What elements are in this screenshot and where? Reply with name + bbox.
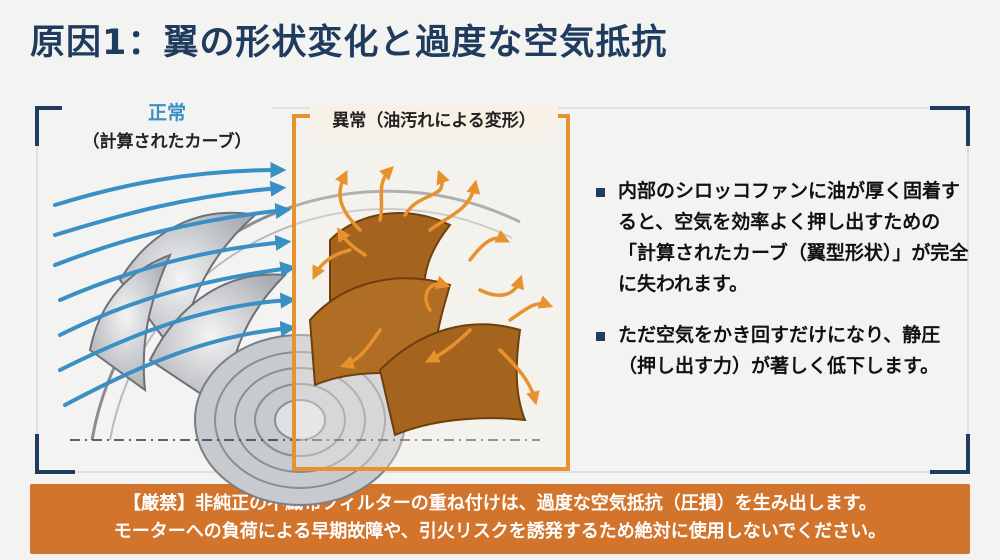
- fan-hub: [194, 334, 406, 506]
- normal-heading: 正常: [147, 102, 186, 124]
- bullet-text: 内部のシロッコファンに油が厚く固着すると、空気を効率よく押し出すための「計算され…: [618, 180, 969, 295]
- normal-airflow-arrows: [53, 162, 297, 407]
- bullet-item: 内部のシロッコファンに油が厚く固着すると、空気を効率よく押し出すための「計算され…: [596, 176, 976, 300]
- turbulent-airflow-arrows: [312, 166, 554, 406]
- normal-subheading: （計算されたカーブ）: [82, 132, 252, 152]
- warning-line-2: モーターへの負荷による早期故障や、引火リスクを誘発するため絶対に使用しないでくだ…: [113, 521, 887, 542]
- page-title: 原因1：翼の形状変化と過度な空気抵抗: [30, 23, 668, 63]
- bullet-item: ただ空気をかき回すだけになり、静圧（押し出す力）が著しく低下します。: [596, 320, 976, 382]
- normal-label: 正常 （計算されたカーブ）: [62, 98, 272, 152]
- abnormal-heading: 異常（油汚れによる変形）: [310, 106, 558, 131]
- warning-banner: 【厳禁】非純正の不織布フィルターの重ね付けは、過度な空気抵抗（圧損）を生み出しま…: [30, 484, 970, 554]
- square-bullet-icon: [596, 332, 605, 341]
- square-bullet-icon: [596, 188, 605, 197]
- explanation-bullets: 内部のシロッコファンに油が厚く固着すると、空気を効率よく押し出すための「計算され…: [596, 176, 976, 402]
- bullet-text: ただ空気をかき回すだけになり、静圧（押し出す力）が著しく低下します。: [618, 324, 941, 377]
